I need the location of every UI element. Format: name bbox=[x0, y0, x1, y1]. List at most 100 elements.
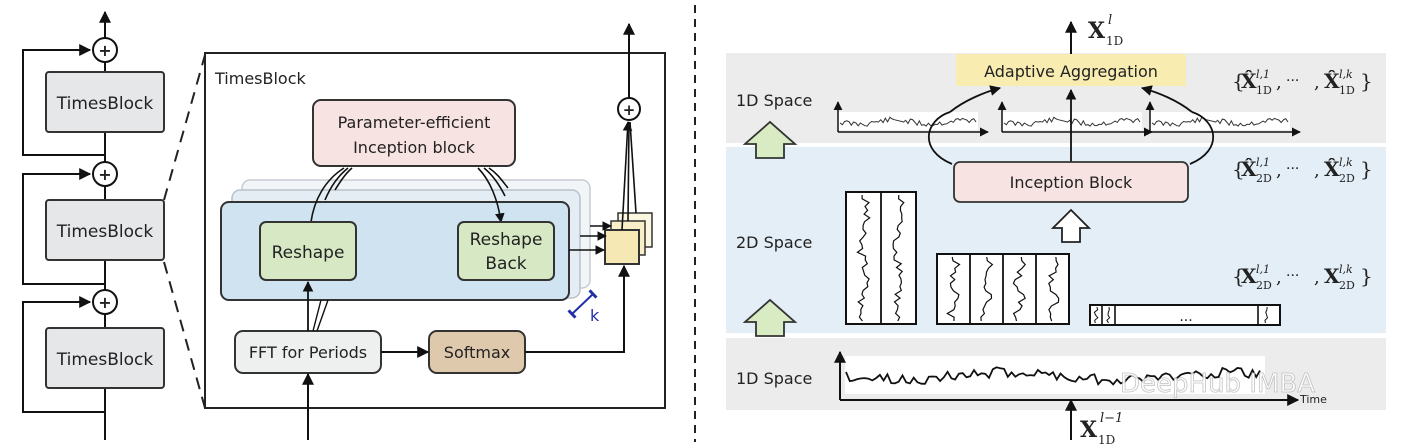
tensor-period-k-frame bbox=[1089, 304, 1281, 326]
inception-block[interactable]: Inception Block bbox=[953, 161, 1189, 203]
softmax-block[interactable]: Softmax bbox=[428, 330, 526, 374]
small-series-line bbox=[1003, 116, 1141, 127]
plus-icon: + bbox=[623, 101, 636, 119]
square-to-add-arrow-2 bbox=[627, 121, 630, 222]
skip-connection-1 bbox=[22, 296, 105, 413]
reshape-to-inception-arrow-1 bbox=[310, 167, 345, 223]
reshape-back-line2: Back bbox=[485, 254, 526, 274]
add-node-top: + bbox=[92, 37, 118, 63]
parameter-efficient-inception-block[interactable]: Parameter-efficient Inception block bbox=[312, 99, 516, 167]
zoom-dashed-line-top bbox=[163, 54, 206, 201]
set-label-part: l,1 bbox=[1256, 156, 1270, 169]
set-label-part: , bbox=[1314, 267, 1320, 288]
watermark-text: DeepHub IMBA bbox=[1120, 369, 1315, 399]
input-var-base: X bbox=[1080, 417, 1098, 443]
set-label-part: { bbox=[1232, 69, 1245, 93]
set-label-part: X̂ bbox=[1324, 157, 1340, 181]
set-label-part: , bbox=[1276, 72, 1282, 93]
reshape-back-line1: Reshape bbox=[470, 230, 543, 250]
inception-to-reshapeback-arrow-1 bbox=[477, 167, 505, 223]
tensor-period-k-series bbox=[1264, 306, 1269, 324]
reshape-block[interactable]: Reshape bbox=[259, 221, 357, 281]
set-label-part: 1D bbox=[1339, 84, 1355, 97]
set-label-part: } bbox=[1360, 69, 1373, 93]
small-series-chart bbox=[1145, 101, 1301, 137]
timesblock-stack: TimesBlock TimesBlock TimesBlock + + + bbox=[22, 10, 165, 440]
reshape-label: Reshape bbox=[272, 243, 345, 263]
inception-to-agg-right-arrow bbox=[1140, 85, 1193, 113]
set-label-part: l,k bbox=[1339, 263, 1353, 276]
tensor-period-2 bbox=[936, 253, 1070, 325]
tensor-period-k-series bbox=[1106, 306, 1111, 324]
fft-to-panel-line-3 bbox=[316, 299, 329, 332]
weighted-sum-square-1 bbox=[604, 229, 640, 265]
fft-for-periods-block[interactable]: FFT for Periods bbox=[234, 330, 382, 374]
set-label-part: 2D bbox=[1256, 172, 1272, 185]
set-label-part: l,k bbox=[1339, 156, 1353, 169]
set-label-part: X bbox=[1241, 264, 1257, 288]
space-label-top: 1D Space bbox=[736, 91, 812, 110]
skip-connection-2 bbox=[22, 168, 105, 285]
reshape-back-block[interactable]: Reshape Back bbox=[457, 221, 555, 281]
space-label-bottom: 1D Space bbox=[736, 369, 812, 388]
set-label-part: ··· bbox=[1286, 161, 1299, 177]
stack-block-middle[interactable]: TimesBlock bbox=[45, 199, 165, 261]
set-label-part: ··· bbox=[1286, 268, 1299, 284]
stack-block-label: TimesBlock bbox=[56, 222, 154, 242]
square-to-add-arrow-1 bbox=[621, 121, 633, 231]
tensor-ellipsis: ... bbox=[1179, 309, 1192, 325]
tensor-period-k-series bbox=[1093, 306, 1099, 324]
tensor-period-2-column-series bbox=[946, 256, 961, 322]
inception-line2: Inception block bbox=[353, 138, 476, 157]
set-label-part: , bbox=[1276, 267, 1282, 288]
plus-icon: + bbox=[98, 165, 111, 184]
series-1d-small bbox=[833, 101, 1301, 137]
inception-to-reshapeback-arrow-2 bbox=[483, 167, 506, 197]
set-label-part: , bbox=[1276, 160, 1282, 181]
stack-block-bottom[interactable]: TimesBlock bbox=[45, 327, 165, 389]
input-var-sup: l−1 bbox=[1100, 411, 1123, 426]
softmax-label: Softmax bbox=[444, 343, 510, 362]
fft-label: FFT for Periods bbox=[249, 343, 367, 362]
small-series-line bbox=[839, 116, 977, 127]
small-series-bg bbox=[1002, 112, 1142, 130]
inception-block-label: Inception Block bbox=[1010, 173, 1133, 192]
space-label-middle: 2D Space bbox=[736, 233, 812, 252]
detail-add-node: + bbox=[617, 97, 641, 121]
k-dimension-marker bbox=[567, 289, 598, 319]
plus-icon: + bbox=[98, 41, 111, 60]
green-up-arrow-bottom bbox=[742, 298, 798, 337]
set-label-part: } bbox=[1360, 264, 1373, 288]
tensors-2d: ... bbox=[845, 191, 1281, 326]
adaptive-aggregation-label: Adaptive Aggregation bbox=[984, 62, 1158, 81]
output-variable: X l 1D bbox=[1088, 13, 1123, 48]
set-label-part: X̂ bbox=[1324, 69, 1340, 93]
set-label-part: ··· bbox=[1286, 73, 1299, 89]
set-label-part: X̂ bbox=[1241, 69, 1257, 93]
tensor-period-2-column-series bbox=[1048, 256, 1060, 322]
loop-left-lower bbox=[927, 111, 953, 165]
set-label-part: , bbox=[1314, 72, 1320, 93]
output-var-base: X bbox=[1088, 18, 1106, 44]
green-up-arrow-top bbox=[742, 120, 798, 159]
set-label-part: 2D bbox=[1256, 279, 1272, 292]
loop-right-lower bbox=[1189, 111, 1215, 165]
tensor-period-2-column-series bbox=[1012, 256, 1026, 322]
tensor-period-1-column-series bbox=[892, 194, 905, 322]
adaptive-aggregation-block[interactable]: Adaptive Aggregation bbox=[956, 54, 1186, 86]
set-label-part: 1D bbox=[1256, 84, 1272, 97]
output-var-sup: l bbox=[1108, 13, 1112, 28]
input-variable: X l−1 1D bbox=[1080, 411, 1123, 447]
inception-line1: Parameter-efficient bbox=[338, 113, 491, 132]
add-node-bottom: + bbox=[92, 289, 118, 315]
set-label-part: } bbox=[1360, 157, 1373, 181]
small-series-bg bbox=[838, 112, 978, 130]
stack-block-top[interactable]: TimesBlock bbox=[45, 71, 165, 133]
small-series-chart bbox=[833, 101, 989, 137]
set-label-part: l,1 bbox=[1256, 68, 1270, 81]
small-series-bg bbox=[1150, 112, 1290, 130]
set-label-part: l,k bbox=[1339, 68, 1353, 81]
softmax-to-square-arrow bbox=[525, 264, 630, 353]
time-axis-label: Time bbox=[1299, 393, 1327, 406]
